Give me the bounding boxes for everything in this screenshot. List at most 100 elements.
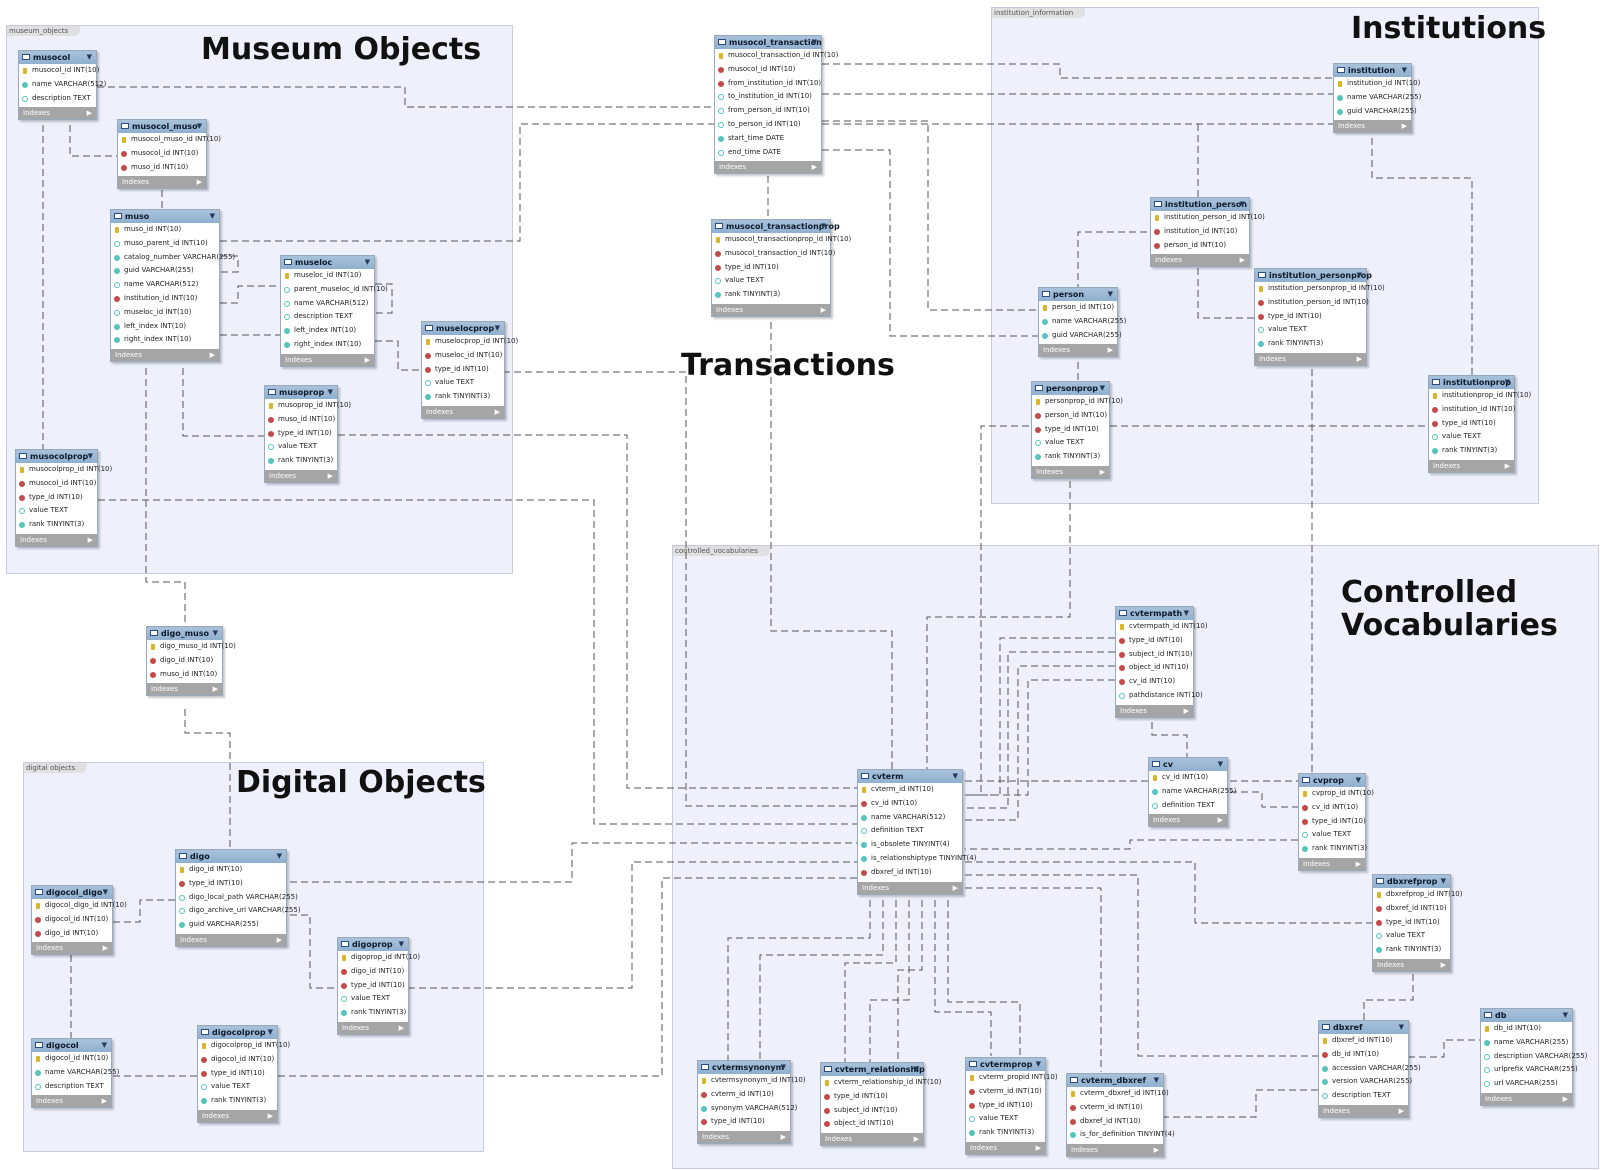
column-row[interactable]: institutionprop_id INT(10) xyxy=(1429,389,1531,403)
entity-header[interactable]: muso▼ xyxy=(111,210,219,223)
column-row[interactable]: digo_id INT(10) xyxy=(176,863,286,877)
column-row[interactable]: left_index INT(10) xyxy=(111,320,219,334)
entity-header[interactable]: digocol_digo▼ xyxy=(32,886,112,899)
chevron-down-icon[interactable]: ▼ xyxy=(780,1063,786,1071)
expand-arrow-icon[interactable]: ▶ xyxy=(1440,960,1446,969)
entity-digocol[interactable]: digocol▼digocol_id INT(10)name VARCHAR(2… xyxy=(31,1038,119,1109)
column-row[interactable]: type_id INT(10) xyxy=(16,491,97,505)
chevron-down-icon[interactable]: ▼ xyxy=(102,888,108,896)
entity-museloc[interactable]: museloc▼museloc_id INT(10)parent_museloc… xyxy=(280,255,388,367)
column-row[interactable]: muso_id INT(10) xyxy=(111,223,219,237)
entity-institution[interactable]: institution▼institution_id INT(10)name V… xyxy=(1333,63,1421,134)
indexes-bar[interactable]: Indexes▶ xyxy=(1039,344,1117,357)
column-row[interactable]: museloc_id INT(10) xyxy=(111,306,219,320)
column-row[interactable]: rank TINYINT(3) xyxy=(198,1094,277,1108)
indexes-bar[interactable]: Indexes▶ xyxy=(1032,465,1109,478)
entity-cvtermprop[interactable]: cvtermprop▼cvterm_propid INT(10)cvterm_i… xyxy=(965,1057,1058,1155)
column-row[interactable]: dbxref_id INT(10) xyxy=(858,866,962,880)
indexes-bar[interactable]: Indexes▶ xyxy=(698,1131,790,1144)
entity-header[interactable]: muselocprop▼ xyxy=(422,322,504,335)
column-row[interactable]: description TEXT xyxy=(281,310,374,324)
indexes-bar[interactable]: Indexes▶ xyxy=(1116,704,1193,717)
column-row[interactable]: rank TINYINT(3) xyxy=(1429,444,1514,458)
column-row[interactable]: is_obsolete TINYINT(4) xyxy=(858,838,962,852)
column-row[interactable]: digo_archive_uri VARCHAR(255) xyxy=(176,904,301,918)
column-row[interactable]: cvterm_dbxref_id INT(10) xyxy=(1067,1087,1169,1101)
indexes-bar[interactable]: Indexes▶ xyxy=(16,533,97,546)
indexes-bar[interactable]: Indexes▶ xyxy=(712,303,830,316)
entity-musoprop[interactable]: musoprop▼musoprop_id INT(10)muso_id INT(… xyxy=(264,385,351,483)
entity-header[interactable]: institution_person▼ xyxy=(1151,198,1249,211)
column-row[interactable]: dbxref_id INT(10) xyxy=(1067,1115,1163,1129)
column-row[interactable]: type_id INT(10) xyxy=(1299,815,1366,829)
indexes-bar[interactable]: Indexes▶ xyxy=(821,1133,923,1146)
indexes-bar[interactable]: Indexes▶ xyxy=(1067,1144,1163,1157)
expand-arrow-icon[interactable]: ▶ xyxy=(86,109,92,118)
column-row[interactable]: type_id INT(10) xyxy=(712,261,830,275)
chevron-down-icon[interactable]: ▼ xyxy=(364,258,370,266)
expand-arrow-icon[interactable]: ▶ xyxy=(1504,461,1510,470)
expand-arrow-icon[interactable]: ▶ xyxy=(780,1133,786,1142)
indexes-bar[interactable]: Indexes▶ xyxy=(198,1109,277,1122)
column-row[interactable]: muso_id INT(10) xyxy=(118,161,206,175)
column-row[interactable]: value TEXT xyxy=(265,440,337,454)
entity-cvterm-dbxref[interactable]: cvterm_dbxref▼cvterm_dbxref_id INT(10)cv… xyxy=(1066,1073,1175,1158)
column-row[interactable]: musocol_id INT(10) xyxy=(19,64,99,78)
column-row[interactable]: start_time DATE xyxy=(715,132,821,146)
column-row[interactable]: name VARCHAR(255) xyxy=(1039,315,1126,329)
column-row[interactable]: dbxref_id INT(10) xyxy=(1319,1034,1408,1048)
column-row[interactable]: dbxref_id INT(10) xyxy=(1373,902,1450,916)
column-row[interactable]: digocol_id INT(10) xyxy=(32,913,112,927)
column-row[interactable]: cvtermpath_id INT(10) xyxy=(1116,620,1208,634)
column-row[interactable]: db_id INT(10) xyxy=(1319,1048,1408,1062)
indexes-bar[interactable]: Indexes▶ xyxy=(1149,814,1227,827)
column-row[interactable]: value TEXT xyxy=(338,992,408,1006)
chevron-down-icon[interactable]: ▼ xyxy=(1107,290,1113,298)
expand-arrow-icon[interactable]: ▶ xyxy=(913,1135,919,1144)
column-row[interactable]: cvterm_id INT(10) xyxy=(966,1085,1045,1099)
chevron-down-icon[interactable]: ▼ xyxy=(1401,66,1407,74)
chevron-down-icon[interactable]: ▼ xyxy=(1356,271,1362,279)
entity-header[interactable]: musoprop▼ xyxy=(265,386,337,399)
column-row[interactable]: to_person_id INT(10) xyxy=(715,118,821,132)
expand-arrow-icon[interactable]: ▶ xyxy=(1217,816,1223,825)
entity-header[interactable]: musocolprop▼ xyxy=(16,450,97,463)
entity-musocol-muso[interactable]: musocol_muso▼musocol_muso_id INT(10)muso… xyxy=(117,119,221,190)
column-row[interactable]: name VARCHAR(255) xyxy=(1334,91,1421,105)
expand-arrow-icon[interactable]: ▶ xyxy=(952,883,958,892)
chevron-down-icon[interactable]: ▼ xyxy=(1440,877,1446,885)
entity-digo-muso[interactable]: digo_muso▼digo_muso_id INT(10)digo_id IN… xyxy=(146,626,236,697)
entity-header[interactable]: cvprop▼ xyxy=(1299,774,1365,787)
column-row[interactable]: institution_id INT(10) xyxy=(1151,225,1249,239)
column-row[interactable]: dbxrefprop_id INT(10) xyxy=(1373,888,1462,902)
column-row[interactable]: name VARCHAR(255) xyxy=(32,1066,119,1080)
column-row[interactable]: guid VARCHAR(255) xyxy=(1334,105,1417,119)
chevron-down-icon[interactable]: ▼ xyxy=(494,324,500,332)
entity-db[interactable]: db▼db_id INT(10)name VARCHAR(255)descrip… xyxy=(1480,1008,1587,1106)
column-row[interactable]: musocol_transactionprop_id INT(10) xyxy=(712,233,851,247)
entity-musocolprop[interactable]: musocolprop▼musocolprop_id INT(10)musoco… xyxy=(15,449,112,547)
chevron-down-icon[interactable]: ▼ xyxy=(1217,760,1223,768)
expand-arrow-icon[interactable]: ▶ xyxy=(212,685,218,694)
column-row[interactable]: muso_id INT(10) xyxy=(265,413,337,427)
chevron-down-icon[interactable]: ▼ xyxy=(209,212,215,220)
column-row[interactable]: cvterm_propid INT(10) xyxy=(966,1071,1058,1085)
column-row[interactable]: from_person_id INT(10) xyxy=(715,104,821,118)
column-row[interactable]: musoprop_id INT(10) xyxy=(265,399,351,413)
column-row[interactable]: rank TINYINT(3) xyxy=(422,390,504,404)
column-row[interactable]: value TEXT xyxy=(422,376,504,390)
column-row[interactable]: name VARCHAR(512) xyxy=(111,278,219,292)
entity-dbxrefprop[interactable]: dbxrefprop▼dbxrefprop_id INT(10)dbxref_i… xyxy=(1372,874,1462,972)
column-row[interactable]: value TEXT xyxy=(966,1112,1045,1126)
column-row[interactable]: object_id INT(10) xyxy=(1116,661,1193,675)
entity-header[interactable]: digo_muso▼ xyxy=(147,627,222,640)
column-row[interactable]: institution_id INT(10) xyxy=(111,292,219,306)
column-row[interactable]: description TEXT xyxy=(1319,1089,1408,1103)
expand-arrow-icon[interactable]: ▶ xyxy=(494,407,500,416)
expand-arrow-icon[interactable]: ▶ xyxy=(1107,346,1113,355)
column-row[interactable]: digo_id INT(10) xyxy=(338,965,408,979)
indexes-bar[interactable]: Indexes▶ xyxy=(1151,254,1249,267)
column-row[interactable]: version VARCHAR(255) xyxy=(1319,1075,1412,1089)
indexes-bar[interactable]: Indexes▶ xyxy=(1299,857,1365,870)
column-row[interactable]: muselocprop_id INT(10) xyxy=(422,335,518,349)
